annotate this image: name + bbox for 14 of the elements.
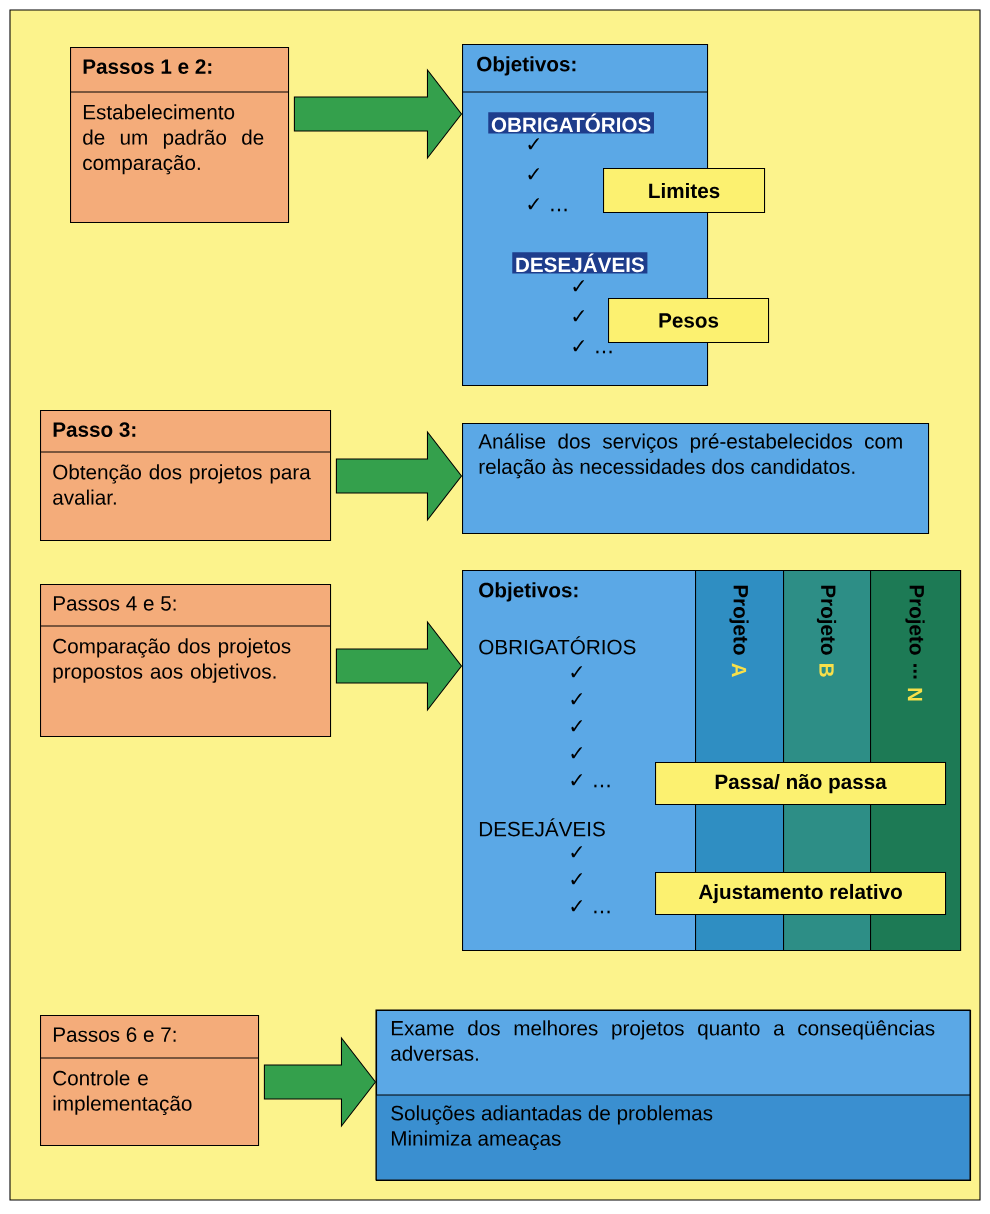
description-box: Análise dos serviços pré-estabelecidos com relação às necessidades dos candidatos. [462, 423, 930, 535]
step-box: Passos 1 e 2: Estabelecimento de um padrão de comparação. [69, 47, 290, 224]
block-arrow [263, 1036, 377, 1128]
block-arrow [293, 68, 463, 160]
tag-box: Limites [603, 168, 766, 214]
description-box: Exame dos melhores projetos quanto a conseqüências adversas. Soluções adiantadas de problemas Minimiza ameaças [375, 1009, 972, 1182]
step-box: Passo 3: Obtenção dos projetos para avaliar. [39, 410, 332, 542]
block-arrow [335, 430, 463, 522]
tag-box: Ajustamento relativo [655, 872, 947, 916]
step-box: Passos 4 e 5: Comparação dos projetos propostos aos objetivos. [39, 584, 332, 738]
block-arrow [335, 620, 463, 712]
tag-box: Passa/ não passa [655, 762, 947, 806]
step-box: Passos 6 e 7: Controle e implementação [39, 1015, 260, 1147]
tag-box: Pesos [608, 298, 770, 344]
